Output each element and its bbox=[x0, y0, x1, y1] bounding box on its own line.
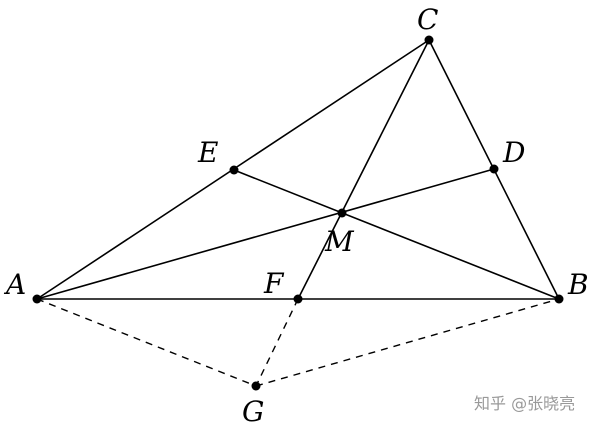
point-m bbox=[337, 208, 347, 218]
label-f: F bbox=[263, 267, 285, 300]
point-f bbox=[293, 294, 303, 304]
point-e bbox=[229, 165, 239, 175]
point-d bbox=[489, 164, 499, 174]
dashed-segment-ag bbox=[36, 298, 257, 387]
dashed-segment-gb bbox=[255, 298, 560, 387]
dashed-segment-fg bbox=[255, 298, 299, 387]
point-g bbox=[251, 381, 261, 391]
label-c: C bbox=[417, 3, 438, 36]
segment-cf bbox=[297, 39, 430, 300]
point-a bbox=[32, 294, 42, 304]
point-b bbox=[554, 294, 564, 304]
point-c bbox=[424, 35, 434, 45]
label-e: E bbox=[197, 136, 218, 169]
segment-ad bbox=[36, 168, 495, 300]
watermark-text: 知乎 @张晓亮 bbox=[474, 394, 575, 413]
label-g: G bbox=[242, 395, 264, 427]
label-d: D bbox=[502, 136, 525, 169]
label-b: B bbox=[567, 268, 589, 301]
segment-be bbox=[233, 169, 560, 300]
label-a: A bbox=[3, 268, 26, 301]
label-m: M bbox=[324, 225, 355, 258]
